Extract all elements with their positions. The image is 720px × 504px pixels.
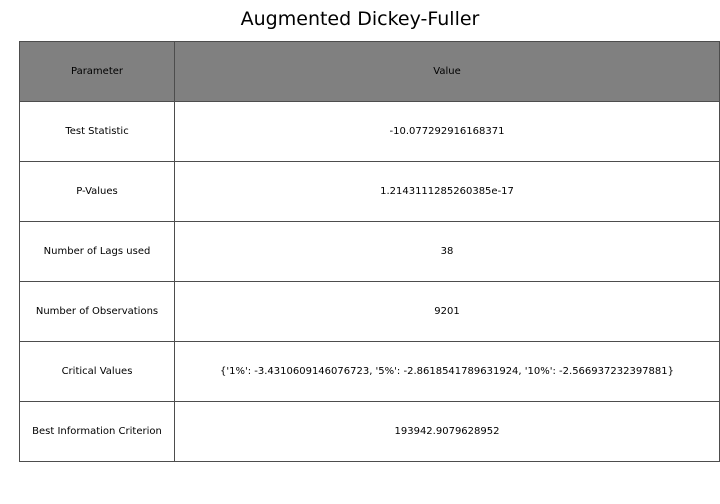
table-row: P-Values 1.2143111285260385e-17 <box>19 161 720 222</box>
table-header-row: Parameter Value <box>19 41 720 102</box>
table-row: Test Statistic -10.077292916168371 <box>19 101 720 162</box>
parameter-cell: Number of Observations <box>19 281 175 342</box>
value-cell: 193942.9079628952 <box>174 401 720 462</box>
table-row: Critical Values {'1%': -3.43106091460767… <box>19 341 720 402</box>
table-row: Number of Lags used 38 <box>19 221 720 282</box>
parameter-cell: Test Statistic <box>19 101 175 162</box>
value-cell: 1.2143111285260385e-17 <box>174 161 720 222</box>
parameter-cell: P-Values <box>19 161 175 222</box>
parameter-cell: Critical Values <box>19 341 175 402</box>
parameter-cell: Number of Lags used <box>19 221 175 282</box>
table-row: Best Information Criterion 193942.907962… <box>19 401 720 462</box>
header-cell-parameter: Parameter <box>19 41 175 102</box>
parameter-cell: Best Information Criterion <box>19 401 175 462</box>
value-cell: {'1%': -3.4310609146076723, '5%': -2.861… <box>174 341 720 402</box>
header-cell-value: Value <box>174 41 720 102</box>
value-cell: 38 <box>174 221 720 282</box>
value-cell: -10.077292916168371 <box>174 101 720 162</box>
value-cell: 9201 <box>174 281 720 342</box>
table-row: Number of Observations 9201 <box>19 281 720 342</box>
table-title: Augmented Dickey-Fuller <box>240 8 480 30</box>
adf-results-table: Parameter Value Test Statistic -10.07729… <box>19 41 720 462</box>
